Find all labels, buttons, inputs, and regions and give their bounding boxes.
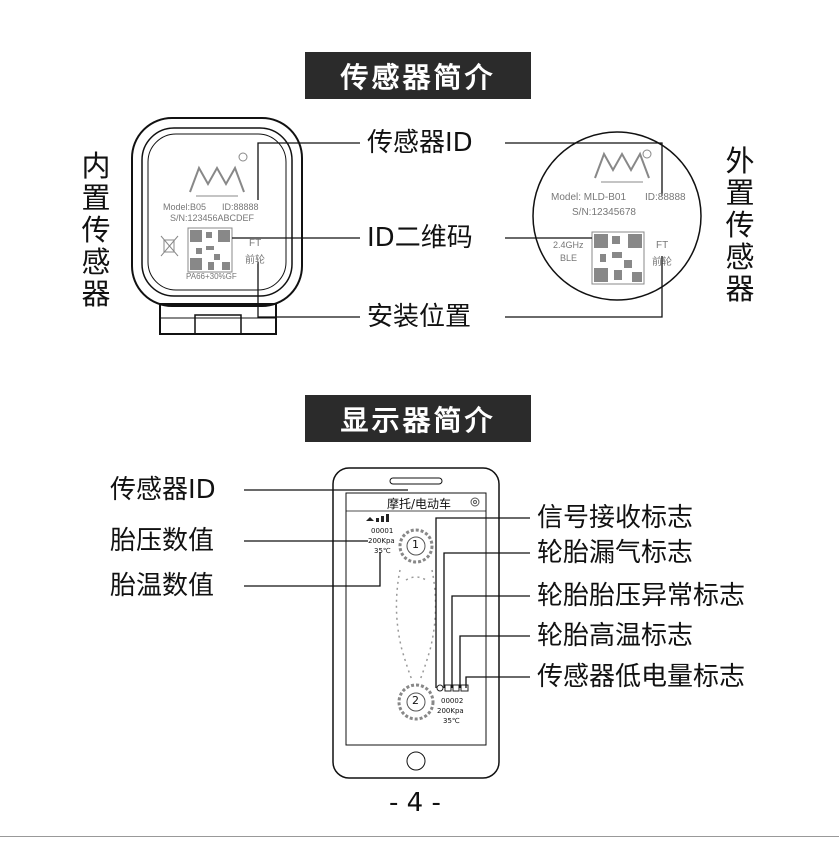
callout-pressure-value: 胎压数值 — [110, 526, 215, 556]
display-section-title: 显示器简介 — [305, 395, 531, 442]
callout-high-temp-indicator: 轮胎高温标志 — [537, 621, 694, 651]
callout-display-sensor-id: 传感器ID — [110, 475, 216, 505]
callout-leak-indicator: 轮胎漏气标志 — [537, 538, 694, 568]
external-brand-logo — [594, 149, 652, 183]
external-id: ID:88888 — [645, 192, 686, 203]
weee-bin-icon — [160, 235, 179, 257]
internal-position-code: FT — [249, 238, 262, 249]
external-position-name: 前轮 — [652, 257, 672, 268]
callout-install-position: 安装位置 — [367, 302, 472, 332]
page-number: - 4 - — [389, 788, 441, 818]
external-qr-code — [591, 231, 645, 285]
external-model: Model: MLD-B01 — [551, 192, 627, 203]
front-status-icons — [366, 514, 389, 522]
callout-pressure-abnormal-indicator: 轮胎胎压异常标志 — [537, 581, 746, 611]
internal-serial: S/N:123456ABCDEF — [170, 213, 255, 223]
rear-sensor-id: 00002 — [441, 697, 464, 705]
internal-position-name: 前轮 — [245, 255, 265, 266]
external-frequency: 2.4GHz — [553, 240, 584, 250]
phone-drawing — [332, 467, 500, 779]
external-position-code: FT — [656, 240, 669, 251]
callout-temperature-value: 胎温数值 — [110, 571, 215, 601]
front-wheel-number: 1 — [412, 538, 419, 551]
display-leader-lines — [244, 489, 530, 688]
external-sensor-label: 外置传感器 — [725, 144, 755, 306]
internal-sensor-label: 内置传感器 — [81, 149, 111, 311]
internal-qr-code — [187, 227, 233, 273]
internal-material: PA66+30%GF — [186, 272, 237, 281]
motorcycle-outline — [395, 569, 437, 681]
rear-status-icons — [436, 684, 469, 692]
rear-wheel-icon — [397, 683, 435, 721]
sensor-leader-lines — [232, 142, 663, 318]
external-ble: BLE — [560, 253, 578, 263]
rear-pressure: 200Kpa — [437, 707, 464, 715]
external-serial: S/N:12345678 — [572, 207, 636, 218]
front-temperature: 35℃ — [374, 547, 391, 555]
rear-wheel-number: 2 — [412, 694, 419, 707]
front-wheel-icon — [398, 528, 434, 564]
phone-header-title: 摩托/电动车 — [387, 497, 452, 511]
callout-id-qr: ID二维码 — [367, 223, 473, 253]
settings-gear-icon — [470, 497, 480, 507]
internal-id: ID:88888 — [222, 202, 259, 212]
internal-sensor-drawing — [131, 117, 303, 335]
front-pressure: 200Kpa — [368, 537, 395, 545]
internal-model: Model:B05 — [163, 202, 207, 212]
bottom-rule — [0, 836, 839, 837]
internal-brand-logo — [189, 152, 248, 197]
callout-signal-indicator: 信号接收标志 — [537, 503, 694, 533]
callout-sensor-id: 传感器ID — [367, 128, 473, 158]
front-sensor-id: 00001 — [371, 527, 394, 535]
rear-temperature: 35℃ — [443, 717, 460, 725]
external-sensor-drawing — [532, 131, 702, 301]
sensor-section-title: 传感器简介 — [305, 52, 531, 99]
callout-low-battery-indicator: 传感器低电量标志 — [537, 662, 746, 692]
